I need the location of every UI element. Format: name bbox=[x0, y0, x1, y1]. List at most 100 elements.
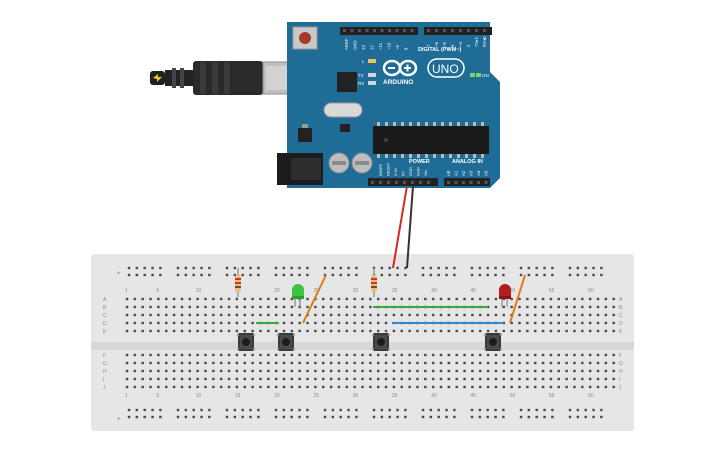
wire-orange-left[interactable] bbox=[302, 274, 327, 324]
column-number: 40 bbox=[431, 288, 437, 294]
analog-pin-label: A2 bbox=[461, 170, 466, 176]
row-letter: E bbox=[619, 329, 623, 335]
digital-pin-label: 4 bbox=[450, 44, 455, 47]
analog-pin-label: A4 bbox=[476, 170, 481, 176]
digital-pin-label: 8 bbox=[404, 47, 409, 50]
row-letter: H bbox=[619, 369, 623, 375]
row-letter: B bbox=[103, 305, 107, 311]
row-letter: D bbox=[103, 321, 107, 327]
arduino-brand: ARDUINO bbox=[383, 79, 413, 86]
crystal-oscillator bbox=[323, 102, 363, 118]
column-number: 55 bbox=[549, 288, 555, 294]
row-letter: J bbox=[103, 385, 106, 391]
analog-pin-label: A1 bbox=[454, 170, 459, 176]
led-icon[interactable] bbox=[499, 284, 511, 307]
row-letter: A bbox=[103, 297, 107, 303]
row-letter: F bbox=[619, 353, 622, 359]
pushbutton-icon[interactable] bbox=[372, 333, 390, 351]
column-number: 5 bbox=[156, 393, 159, 399]
digital-pin-label: TX▸1 bbox=[474, 36, 479, 47]
analog-pin-label: A3 bbox=[469, 170, 474, 176]
usb-chip bbox=[337, 72, 357, 92]
digital-pin-label: AREF bbox=[344, 38, 349, 50]
pushbutton-icon[interactable] bbox=[237, 333, 255, 351]
column-number: 1 bbox=[125, 393, 128, 399]
row-letter: C bbox=[619, 313, 623, 319]
row-letter: C bbox=[103, 313, 107, 319]
wire-gnd-black[interactable] bbox=[406, 185, 414, 269]
column-number: 40 bbox=[431, 393, 437, 399]
row-letter: A bbox=[619, 297, 623, 303]
column-number: 1 bbox=[125, 288, 128, 294]
row-letter: D bbox=[619, 321, 623, 327]
header-pin-holes bbox=[343, 29, 488, 184]
column-number: 55 bbox=[549, 393, 555, 399]
led-tx-label: TX bbox=[358, 73, 364, 78]
wire-orange-right[interactable] bbox=[509, 274, 526, 324]
column-number: 20 bbox=[274, 288, 280, 294]
rail-plus-bottom: + bbox=[117, 417, 121, 423]
pushbutton-icon[interactable] bbox=[277, 333, 295, 351]
power-pin-label: RESET bbox=[386, 162, 391, 176]
row-letter: I bbox=[103, 377, 104, 383]
column-number: 30 bbox=[353, 393, 359, 399]
column-number: 35 bbox=[392, 393, 398, 399]
digital-pin-label: ~10 bbox=[387, 42, 392, 50]
reset-button-icon[interactable] bbox=[292, 26, 318, 50]
analog-pin-label: A5 bbox=[484, 170, 489, 176]
digital-pin-label: 2 bbox=[466, 44, 471, 47]
power-pin-label: GND bbox=[416, 167, 421, 176]
wire-5v-red[interactable] bbox=[392, 185, 408, 269]
digital-pin-label: RX◂0 bbox=[482, 36, 487, 47]
led-icon[interactable] bbox=[292, 284, 304, 307]
led-tx-indicator bbox=[368, 73, 376, 77]
column-number: 45 bbox=[470, 393, 476, 399]
digital-pin-label: 13 bbox=[361, 45, 366, 50]
digital-pin-label: 7 bbox=[426, 44, 431, 47]
resistor-icon[interactable] bbox=[235, 268, 241, 297]
digital-pin-label: 12 bbox=[370, 45, 375, 50]
column-number: 10 bbox=[196, 288, 202, 294]
digital-pin-label: GND bbox=[353, 40, 358, 50]
column-number: 60 bbox=[588, 393, 594, 399]
row-letter: G bbox=[103, 361, 107, 367]
regulator bbox=[298, 128, 312, 142]
power-pin-label: Vin bbox=[423, 170, 428, 176]
rail-plus-top: + bbox=[117, 271, 121, 277]
resistor-icon[interactable] bbox=[371, 268, 377, 297]
digital-pin-label: ~5 bbox=[442, 41, 447, 47]
row-letter: B bbox=[619, 305, 623, 311]
digital-pin-label: ~3 bbox=[458, 41, 463, 47]
digital-pin-label: ~9 bbox=[395, 44, 400, 50]
uno-label: UNO bbox=[432, 62, 459, 76]
row-letter: I bbox=[619, 377, 620, 383]
row-letter: F bbox=[103, 353, 106, 359]
on-led bbox=[470, 73, 475, 77]
power-pin-label: 5V bbox=[401, 171, 406, 176]
column-number: 50 bbox=[510, 288, 516, 294]
column-number: 20 bbox=[274, 393, 280, 399]
arduino-infinity-logo-icon bbox=[382, 59, 418, 77]
column-number: 15 bbox=[235, 393, 241, 399]
power-pin-label: GND bbox=[408, 167, 413, 176]
row-letter: H bbox=[103, 369, 107, 375]
row-letter: E bbox=[103, 329, 107, 335]
digital-label: DIGITAL (PWM~) bbox=[418, 47, 462, 53]
column-number: 60 bbox=[588, 288, 594, 294]
pushbutton-icon[interactable] bbox=[484, 333, 502, 351]
led-l-indicator bbox=[368, 59, 376, 63]
led-rx-indicator bbox=[368, 81, 376, 85]
row-letter: G bbox=[619, 361, 623, 367]
column-number: 45 bbox=[470, 288, 476, 294]
column-number: 50 bbox=[510, 393, 516, 399]
led-rx-label: RX bbox=[358, 81, 364, 86]
